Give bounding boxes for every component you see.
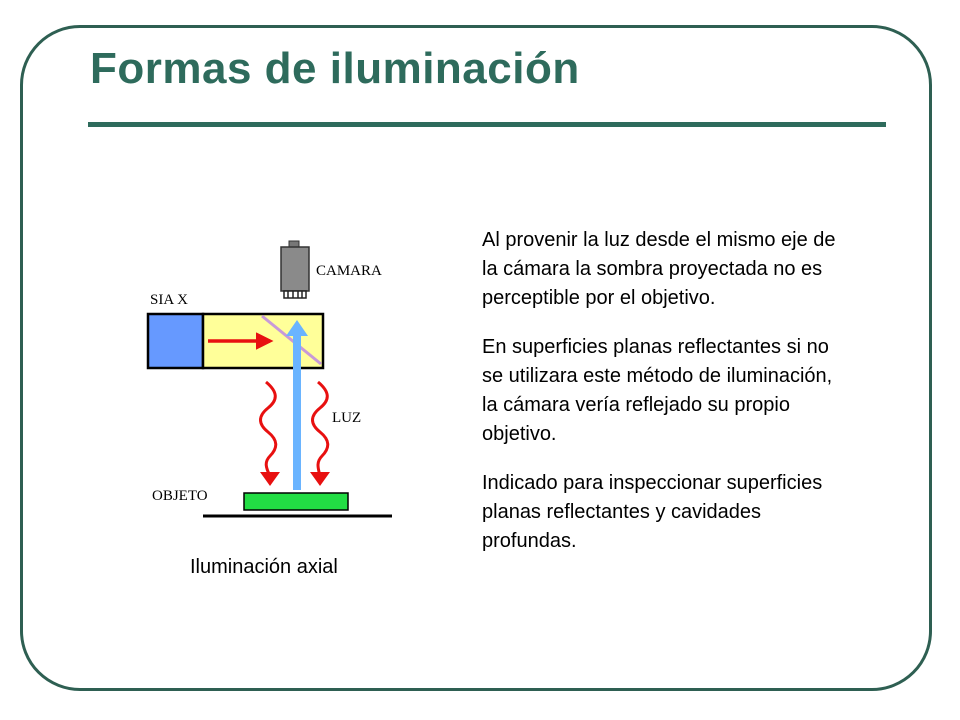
camera-label: CAMARA — [316, 263, 382, 279]
paragraph-3: Indicado para inspeccionar superficies p… — [482, 472, 823, 552]
light-label: LUZ — [332, 410, 361, 426]
paragraph-1: Al provenir la luz desde el mismo eje de… — [482, 229, 836, 309]
description-text: Al provenir la luz desde el mismo eje de… — [482, 226, 852, 576]
half-mirror — [261, 314, 322, 366]
slide-frame — [20, 25, 932, 691]
object-label: OBJETO — [152, 488, 208, 504]
beam-arrow-icon — [286, 320, 308, 490]
title-underline — [88, 122, 886, 127]
siax-label: SIA X — [150, 292, 188, 308]
slide-title: Formas de iluminación — [90, 44, 580, 93]
diagram-caption: Iluminación axial — [190, 556, 338, 578]
paragraph-2: En superficies planas reflectantes si no… — [482, 336, 833, 445]
camera-icon — [280, 240, 310, 299]
axial-illumination-diagram: CAMARA SIA X LUZ OBJETO — [146, 240, 392, 518]
object-surface — [243, 492, 349, 511]
wavy-light-arrow-icon — [259, 380, 280, 486]
wavy-light-arrow-icon — [310, 380, 330, 486]
light-source-box — [146, 312, 205, 370]
